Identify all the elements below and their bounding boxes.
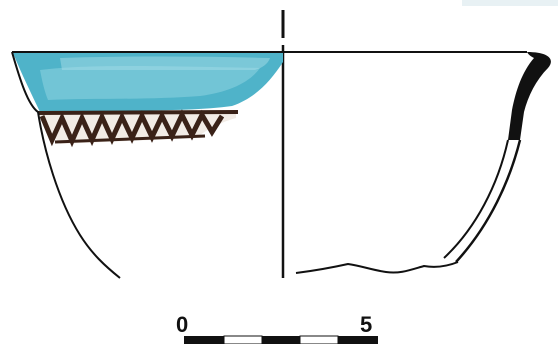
scale-bar: 0 5 xyxy=(176,312,378,344)
band-top-line xyxy=(37,110,239,115)
outer-wall-line xyxy=(455,139,522,263)
glaze-highlight xyxy=(40,66,260,100)
scale-seg-3 xyxy=(262,336,300,344)
scale-start-label: 0 xyxy=(176,312,188,337)
inner-wall-line xyxy=(443,139,509,259)
zigzag-motif xyxy=(39,109,225,148)
left-outline xyxy=(11,51,121,279)
exterior-view xyxy=(11,51,283,279)
glaze-highlight-2 xyxy=(60,56,270,70)
wall-section-solid xyxy=(508,52,551,140)
profile-section xyxy=(295,52,551,274)
scale-seg-2 xyxy=(223,335,263,344)
scale-end-label: 5 xyxy=(360,312,372,337)
scale-seg-1 xyxy=(184,336,224,344)
scale-seg-4 xyxy=(299,335,339,344)
scale-seg-5 xyxy=(338,336,378,344)
corner-smudge xyxy=(462,0,558,6)
fracture-line xyxy=(295,261,459,274)
